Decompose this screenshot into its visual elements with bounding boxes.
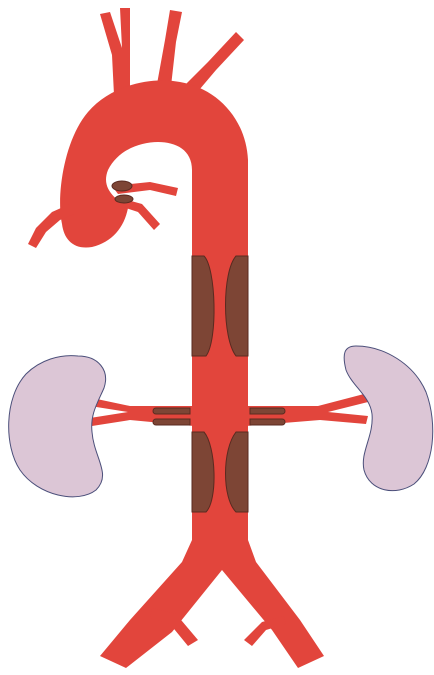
thoracic-plaque-left — [192, 256, 214, 356]
